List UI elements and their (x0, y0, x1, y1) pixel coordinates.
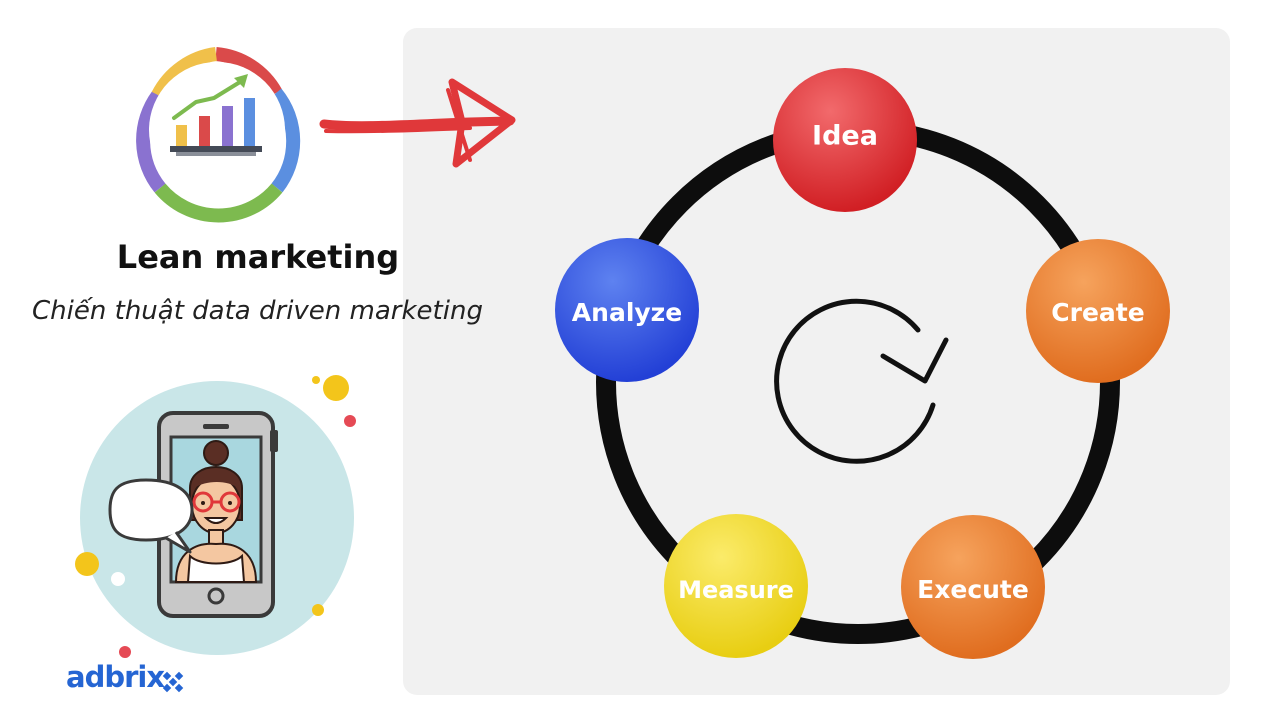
step-idea-label: Idea (812, 121, 878, 152)
circular-arrow-icon (774, 298, 949, 464)
step-idea: Idea (773, 68, 917, 212)
page-subtitle: Chiến thuật data driven marketing (32, 296, 483, 326)
step-execute-label: Execute (917, 575, 1029, 604)
step-execute: Execute (901, 515, 1045, 659)
step-analyze: Analyze (555, 238, 699, 382)
step-analyze-label: Analyze (572, 298, 682, 327)
brand-name: adbrix (66, 660, 165, 694)
step-create: Create (1026, 239, 1170, 383)
step-measure: Measure (664, 514, 808, 658)
step-create-label: Create (1051, 298, 1144, 327)
brand-logo: adbrix (66, 660, 165, 694)
step-measure-label: Measure (678, 576, 794, 604)
page-title: Lean marketing (116, 238, 400, 276)
